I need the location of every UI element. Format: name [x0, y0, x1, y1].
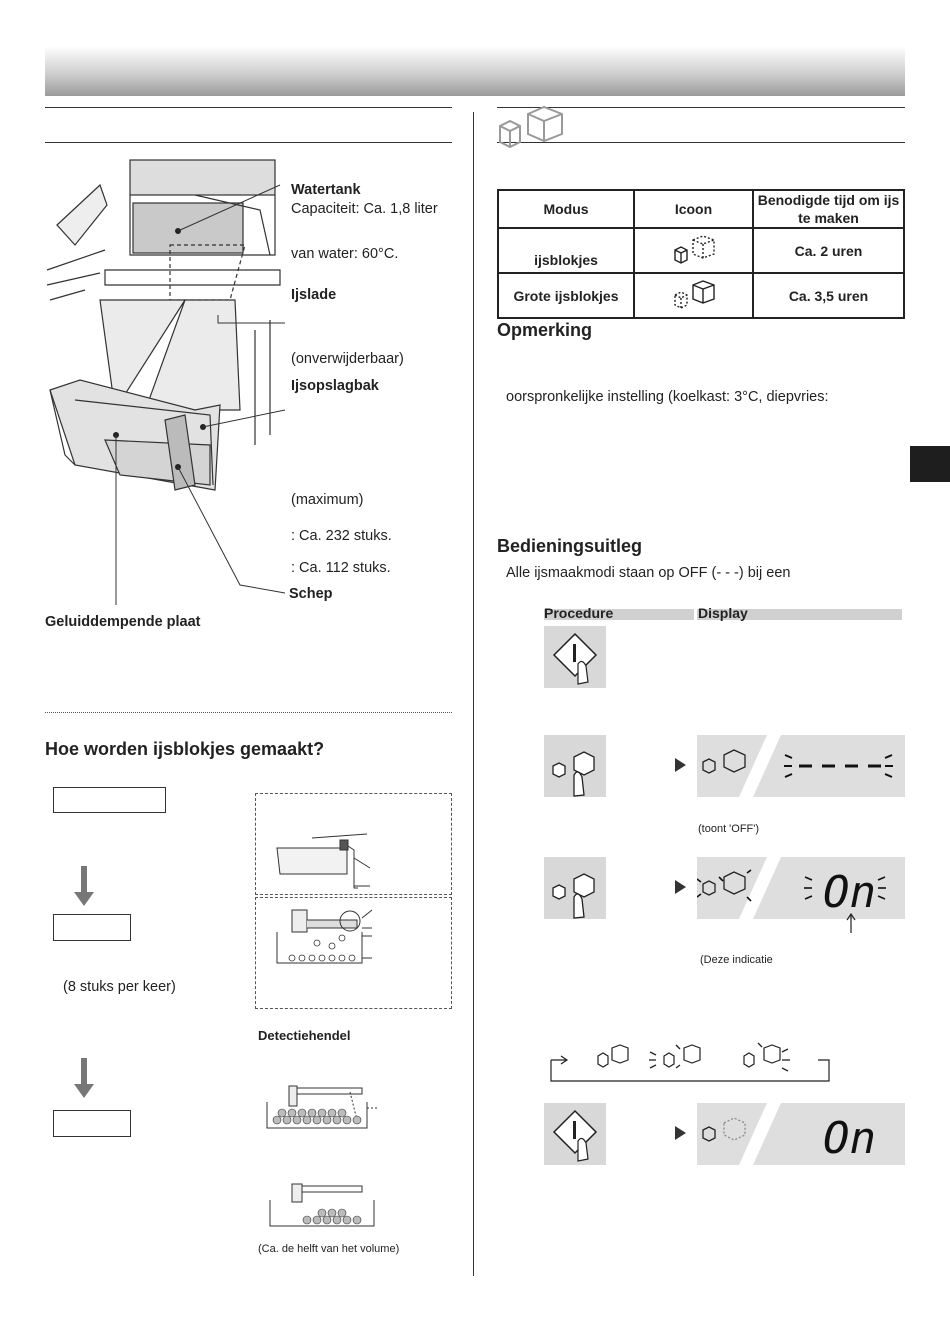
header-bar [45, 46, 905, 96]
label-water-temp: van water: 60°C. [291, 246, 399, 262]
table-header: Benodigde tijd om ijs te maken [752, 189, 905, 229]
ice-mode-button[interactable] [544, 735, 606, 797]
column-divider [473, 112, 474, 1276]
opmerking-text: oorspronkelijke instelling (koelkast: 3°… [506, 389, 829, 405]
display-panel: On [697, 857, 905, 919]
bedien-title: Bedieningsuitleg [497, 536, 643, 556]
mode-cycle-diagram [550, 1042, 830, 1082]
display-value-on: On [823, 867, 876, 918]
pointer-arrow-icon [846, 913, 856, 933]
display-panel [697, 735, 905, 797]
procedure-header-bar [544, 609, 694, 620]
rule [45, 107, 452, 108]
arrow-down-icon [74, 1058, 94, 1098]
step-box [53, 1110, 131, 1137]
display-header-bar [697, 609, 902, 620]
fridge-illustration [46, 159, 286, 605]
lock-button-icon [552, 1109, 598, 1162]
toont-off-text: (toont 'OFF') [698, 823, 760, 835]
diagram-frame [255, 897, 452, 1009]
lock-button[interactable] [544, 626, 606, 688]
table-header: Icoon [633, 189, 754, 229]
arrow-right-icon [675, 758, 686, 772]
procedure-label: Procedure [544, 605, 614, 621]
label-maximum: (maximum) [291, 492, 364, 508]
table-cell: Grote ijsblokjes [497, 272, 635, 319]
label-count-large: : Ca. 112 stuks. [291, 560, 391, 576]
diagram-frame [255, 793, 452, 895]
lock-button-icon [552, 632, 598, 685]
hand-press-icon [552, 873, 595, 919]
table-cell: ijsblokjes [497, 227, 635, 274]
table-row: Grote ijsblokjes Ca. 3,5 uren [497, 272, 905, 319]
step-box [53, 914, 131, 941]
display-panel: On [697, 1103, 905, 1165]
label-ijslade: Ijslade [291, 287, 337, 303]
mode-table: Modus Icoon Benodigde tijd om ijs te mak… [497, 189, 905, 319]
arrow-right-icon [675, 1126, 686, 1140]
section-divider [45, 712, 452, 713]
chapter-tab [910, 446, 950, 482]
table-cell: Ca. 2 uren [752, 227, 905, 274]
label-ijsopslagbak: Ijsopslagbak [291, 378, 379, 394]
bedien-text: Alle ijsmaakmodi staan op OFF (- - -) bi… [506, 565, 791, 581]
label-geluid: Geluiddempende plaat [45, 614, 201, 630]
display-value-on: On [823, 1113, 876, 1164]
detectiehendel-label: Detectiehendel [258, 1028, 351, 1043]
table-header: Modus [497, 189, 635, 229]
display-on-blinking-graphic: On [697, 857, 886, 919]
ice-bin-full-diagram [266, 1085, 377, 1129]
table-cell: Ca. 3,5 uren [752, 272, 905, 319]
opmerking-title: Opmerking [497, 320, 593, 340]
large-cube-icon [673, 280, 715, 309]
per-time-text: (8 stuks per keer) [63, 979, 176, 995]
lock-button[interactable] [544, 1103, 606, 1165]
rule [45, 142, 452, 143]
indicatie-text: (Deze indicatie [700, 954, 773, 966]
arrow-down-icon [74, 866, 94, 906]
table-cell [633, 227, 754, 274]
label-schep: Schep [289, 586, 333, 602]
section-title-how: Hoe worden ijsblokjes gemaakt? [45, 739, 325, 759]
icemaker-diagram [276, 833, 373, 964]
label-onverwijderbaar: (onverwijderbaar) [291, 351, 404, 367]
display-off-graphic [702, 735, 893, 797]
table-row: ijsblokjes Ca. 2 uren [497, 227, 905, 274]
small-cube-icon [673, 235, 715, 264]
hand-press-icon [552, 751, 595, 797]
rule [497, 142, 905, 143]
display-label: Display [698, 605, 748, 621]
label-capacity: Capaciteit: Ca. 1,8 liter [291, 201, 438, 217]
label-watertank: Watertank [291, 182, 361, 198]
label-count-small: : Ca. 232 stuks. [291, 528, 392, 544]
rule [497, 107, 905, 108]
half-volume-text: (Ca. de helft van het volume) [258, 1243, 400, 1255]
display-on-graphic: On [702, 1103, 876, 1165]
ice-cube-icon [499, 105, 563, 149]
ice-mode-button[interactable] [544, 857, 606, 919]
ice-bin-half-diagram [269, 1183, 375, 1227]
step-box [53, 787, 166, 813]
table-cell [633, 272, 754, 319]
arrow-right-icon [675, 880, 686, 894]
